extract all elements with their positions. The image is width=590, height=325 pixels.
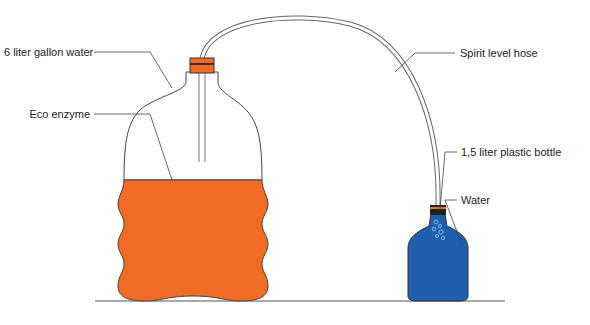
- callout-label: Eco enzyme: [29, 108, 90, 121]
- gallon-bottle: [124, 72, 262, 180]
- bottle-cap: [430, 205, 446, 215]
- spirit-level-hose: [202, 18, 438, 205]
- inner-tube: [205, 72, 206, 162]
- bottle-cap: [430, 207, 446, 209]
- callout-label: 6 liter gallon water: [4, 46, 93, 59]
- callout-label: Water: [461, 194, 490, 207]
- gallon-cap: [190, 58, 214, 73]
- leader-lines: [94, 52, 462, 245]
- callout-label: Spirit level hose: [460, 47, 538, 60]
- eco-enzyme-liquid: [118, 180, 268, 301]
- inner-tube: [199, 72, 200, 162]
- gallon-cap: [190, 63, 214, 65]
- spirit-level-hose: [202, 18, 438, 205]
- plastic-bottle: [408, 214, 468, 301]
- air-bubbles: [432, 220, 444, 240]
- callout-label: 1,5 liter plastic bottle: [461, 146, 561, 159]
